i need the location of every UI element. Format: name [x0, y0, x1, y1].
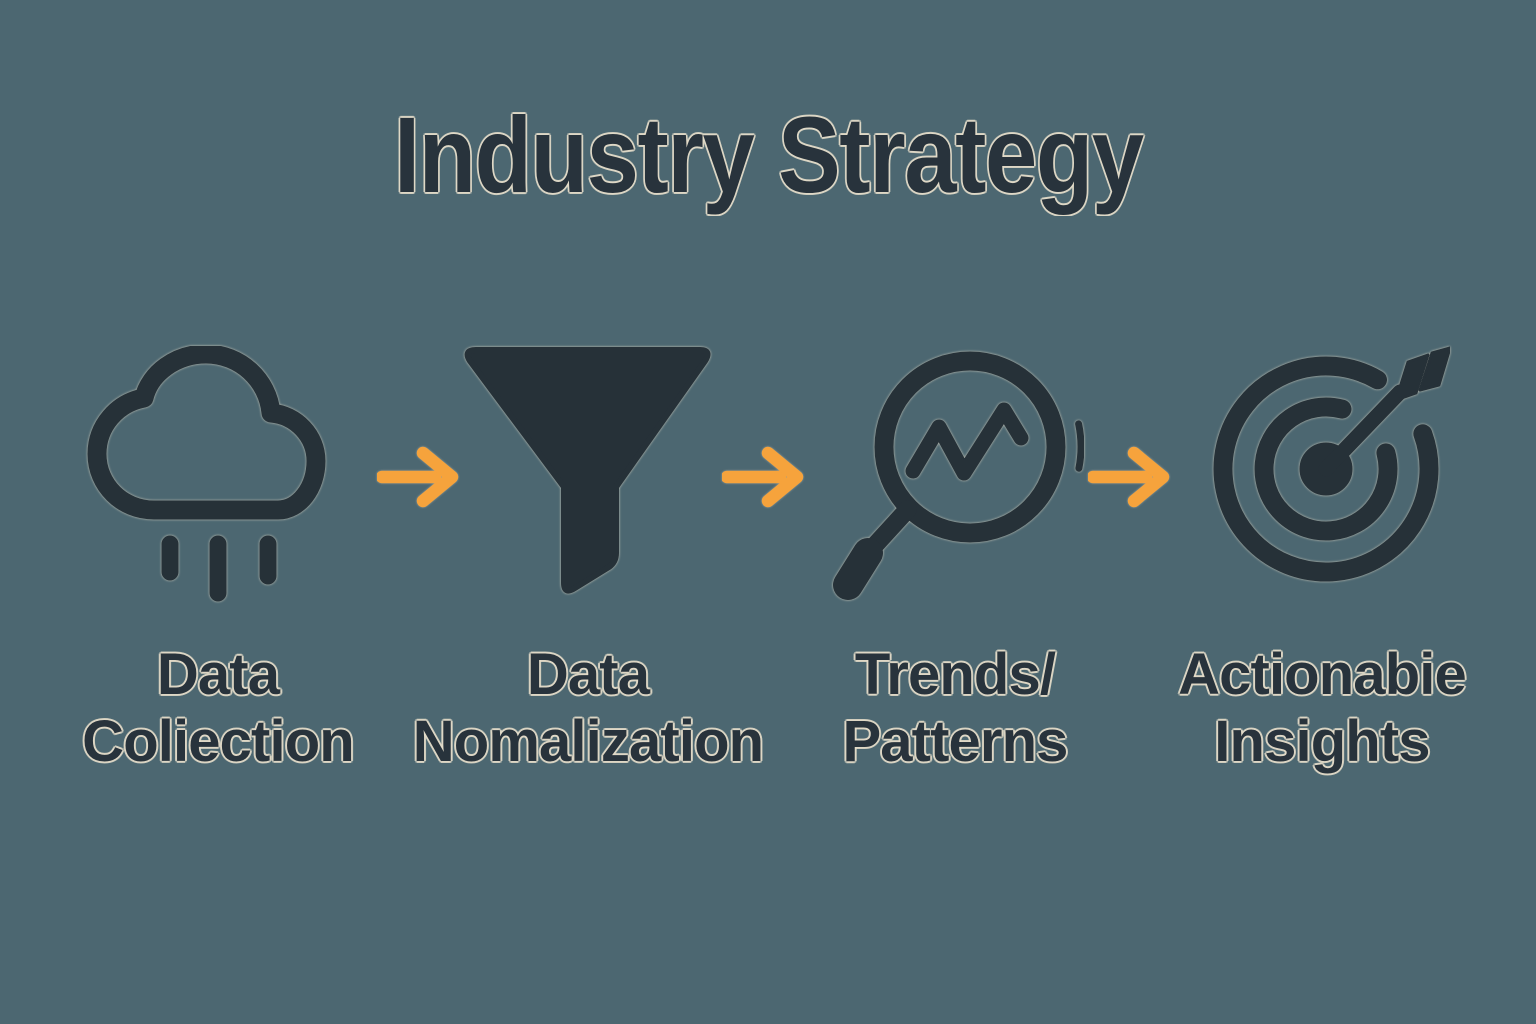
page-title: Industry Strategy: [0, 92, 1536, 217]
step-label-data-collection: Data Coliection: [38, 641, 398, 775]
page-title-text: Industry Strategy: [393, 94, 1144, 215]
step-label-line: Trends/: [854, 642, 1056, 707]
step-label-line: Patterns: [842, 709, 1068, 774]
step-label-line: Data: [156, 642, 280, 707]
magnifier-trend-icon: [833, 351, 1084, 600]
step-label-line: Data: [526, 642, 650, 707]
cloud-rain-icon: [87, 346, 326, 602]
funnel-icon: [464, 347, 711, 594]
step-label-line: Insights: [1214, 709, 1430, 774]
step-label-data-normalization: Data Nomalization: [408, 641, 768, 775]
arrow-right-icon: [722, 446, 804, 508]
step-label-trends-patterns: Trends/ Patterns: [775, 641, 1135, 775]
step-label-line: Nomalization: [412, 709, 764, 774]
step-label-line: Actionabie: [1178, 642, 1467, 707]
step-label-line: Coliection: [82, 709, 355, 774]
step-label-actionable-insights: Actionabie Insights: [1142, 641, 1502, 775]
target-arrow-icon: [1213, 346, 1450, 582]
arrow-right-icon: [377, 446, 459, 508]
arrow-right-icon: [1088, 446, 1170, 508]
